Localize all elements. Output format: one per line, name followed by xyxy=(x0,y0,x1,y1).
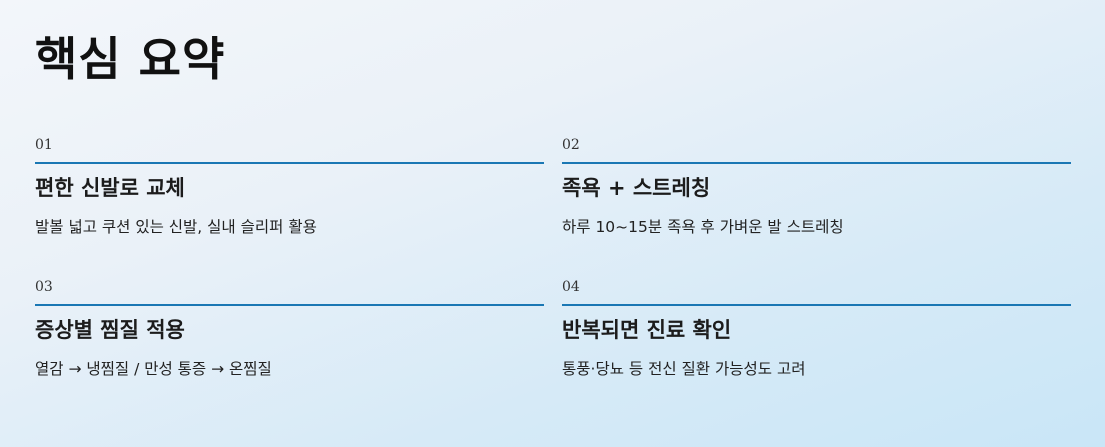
divider xyxy=(35,304,544,306)
divider xyxy=(562,162,1071,164)
card-description: 열감 → 냉찜질 / 만성 통증 → 온찜질 xyxy=(35,360,272,378)
summary-card-1: 01 편한 신발로 교체 발볼 넓고 쿠션 있는 신발, 실내 슬리퍼 활용 xyxy=(35,134,544,238)
card-heading: 족욕 + 스트레칭 xyxy=(562,176,711,200)
summary-card-2: 02 족욕 + 스트레칭 하루 10~15분 족욕 후 가벼운 발 스트레칭 xyxy=(562,134,1071,238)
card-description: 발볼 넓고 쿠션 있는 신발, 실내 슬리퍼 활용 xyxy=(35,218,317,236)
card-number: 04 xyxy=(562,279,580,295)
card-number: 03 xyxy=(35,279,53,295)
card-number: 02 xyxy=(562,137,580,153)
card-heading: 편한 신발로 교체 xyxy=(35,176,185,200)
card-heading: 증상별 찜질 적용 xyxy=(35,318,185,342)
card-description: 통풍·당뇨 등 전신 질환 가능성도 고려 xyxy=(562,360,806,378)
page-title: 핵심 요약 xyxy=(35,32,226,86)
card-description: 하루 10~15분 족욕 후 가벼운 발 스트레칭 xyxy=(562,218,844,236)
divider xyxy=(562,304,1071,306)
summary-card-4: 04 반복되면 진료 확인 통풍·당뇨 등 전신 질환 가능성도 고려 xyxy=(562,276,1071,380)
divider xyxy=(35,162,544,164)
card-number: 01 xyxy=(35,137,53,153)
card-heading: 반복되면 진료 확인 xyxy=(562,318,732,342)
summary-card-3: 03 증상별 찜질 적용 열감 → 냉찜질 / 만성 통증 → 온찜질 xyxy=(35,276,544,380)
